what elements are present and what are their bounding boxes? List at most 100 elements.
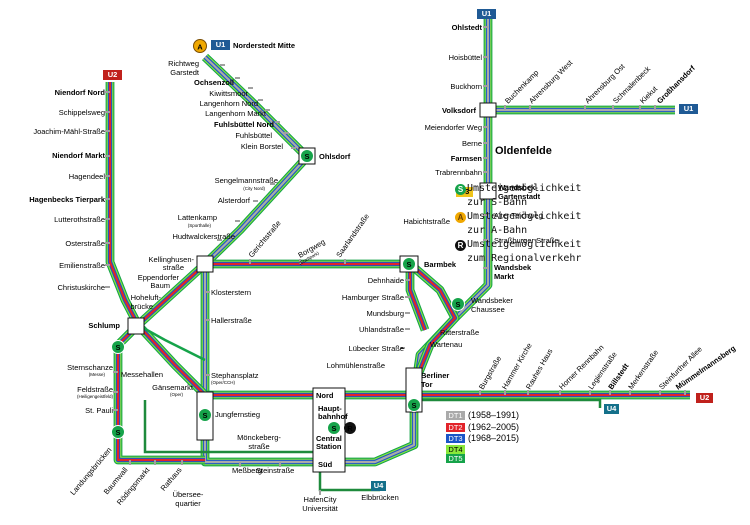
dt3-row: DT3(1968–2015)	[446, 433, 519, 445]
interchange-wandsbek-gartenstadt	[479, 182, 497, 200]
station-label-hafencity-1: HafenCity	[304, 495, 337, 504]
station-label-ohlsdorf: Ohlsdorf	[319, 152, 351, 161]
station-label-hoheluft-2: brücke	[130, 302, 153, 311]
dt5-row: DT5	[446, 453, 519, 463]
station-label-hoisbuettel: Hoisbüttel	[449, 53, 483, 62]
station-label-hbf-3: Central	[316, 434, 342, 443]
u4-badge-right: U4	[604, 404, 619, 414]
dt1-row: DT1(1958–1991)	[446, 410, 519, 422]
sbahn-icon-landungsbruecken-glyph: S	[115, 428, 120, 437]
station-label-burgstrasse: Burgstraße	[477, 354, 503, 391]
station-label-grosshansdorf: Großhansdorf	[655, 63, 697, 105]
station-label-lutterothstrasse: Lutterothstraße	[54, 215, 105, 224]
dt2-years: (1962–2005)	[468, 421, 520, 432]
station-label-hagendeel: Hagendeel	[69, 172, 106, 181]
legend-text: Umsteigemöglichkeit	[467, 211, 582, 222]
sbahn-icon-hauptbahnhof	[327, 421, 341, 435]
station-label-eppendorfer-1: Eppendorfer	[138, 273, 180, 282]
station-label-hbf-1: Haupt-	[318, 404, 342, 413]
station-label-kiwittsmoor: Kiwittsmoor	[209, 89, 248, 98]
sbahn-icon-barmbek-glyph: S	[406, 260, 411, 269]
station-label-hbf-nord: Nord	[316, 391, 334, 400]
route-u2-tunnel	[137, 323, 206, 362]
legend-row-regional-2: zum Regionalverkehr	[455, 252, 581, 266]
station-label-kellinghusen-2: straße	[163, 263, 184, 272]
station-label-christuskirche: Christuskirche	[57, 283, 105, 292]
station-label-berne: Berne	[462, 139, 482, 148]
station-label-barmbek: Barmbek	[424, 260, 457, 269]
station-label-lattenkamp-note: (Sporthalle)	[188, 223, 212, 228]
u1-badge-norderstedt: U1	[211, 40, 230, 50]
sbahn-icon-berliner-tor-glyph: S	[411, 401, 416, 410]
station-label-kellinghusen-1: Kellinghusen-	[149, 255, 195, 264]
station-label-ahrensburg-west: Ahrensburg West	[527, 58, 575, 106]
station-label-hamburger-strasse: Hamburger Straße	[342, 293, 404, 302]
station-label-wandsbeker-chaussee-1: Wandsbeker	[471, 296, 513, 305]
u2-badge-right: U2	[696, 393, 713, 403]
station-label-ueberseequartier-2: quartier	[175, 499, 201, 508]
station-label-moenckeberg-1: Mönckeberg-	[237, 433, 281, 442]
station-label-wandsbeker-chaussee-2: Chaussee	[471, 305, 505, 314]
station-label-alsterdorf: Alsterdorf	[218, 196, 251, 205]
route-u2-niendorf	[108, 82, 139, 326]
station-label-jungfernstieg: Jungfernstieg	[215, 410, 260, 419]
station-label-fuhlsbuettel-nord: Fuhlsbüttel Nord	[214, 120, 274, 129]
station-label-wartenau: Wartenau	[430, 340, 462, 349]
dt1-years: (1958–1991)	[468, 410, 520, 420]
u2-badge-left: U2	[103, 70, 122, 80]
station-label-berliner-tor-1: Berliner	[421, 371, 449, 380]
station-label-lattenkamp: Lattenkamp	[178, 213, 217, 222]
station-label-alter-teichweg: Alter Teichweg	[494, 211, 543, 220]
station-label-luebecker-strasse: Lübecker Straße	[349, 344, 404, 353]
station-label-messberg: Meßberg	[232, 466, 262, 475]
interchange-volksdorf	[479, 102, 497, 118]
station-label-ritterstrasse: Ritterstraße	[440, 328, 479, 337]
station-label-elbbruecken: Elbbrücken	[361, 493, 399, 502]
u1-badge-top: U1	[477, 9, 496, 19]
station-label-gerichtstrasse: Gerichtstraße	[247, 219, 283, 260]
station-label-hafencity-2: Universität	[302, 504, 338, 513]
station-label-lohmuehlenstrasse: Lohmühlenstraße	[327, 361, 385, 370]
legend-row-abahn-2: zur A-Bahn	[455, 224, 581, 238]
station-label-steinstrasse: Steinstraße	[256, 466, 294, 475]
station-label-ueberseequartier-1: Übersee-	[173, 490, 204, 499]
station-label-stephansplatz: Stephansplatz	[211, 371, 259, 380]
station-label-dehnhaide: Dehnhaide	[368, 276, 404, 285]
station-label-hudtwalckerstrasse: Hudtwalckerstraße	[172, 232, 235, 241]
station-label-langenhorn-markt: Langenhorn Markt	[205, 109, 267, 118]
station-label-wandsbek-markt-2: Markt	[494, 272, 515, 281]
legend-text: zum Regionalverkehr	[467, 253, 582, 264]
station-label-hagenbeck: Hagenbecks Tierpark	[29, 195, 106, 204]
sbahn-icon-jungfernstieg	[198, 408, 212, 422]
station-label-farmsen: Farmsen	[451, 154, 483, 163]
station-label-klosterstern: Klosterstern	[211, 288, 251, 297]
station-label-emilienstrasse: Emilienstraße	[59, 261, 105, 270]
station-label-osterstrasse: Osterstraße	[65, 239, 105, 248]
station-label-hbf-4: Station	[316, 442, 342, 451]
sbahn-icon-barmbek	[402, 257, 416, 271]
sbahn-icon: S	[455, 183, 466, 195]
station-label-norderstedt-mitte: Norderstedt Mitte	[233, 41, 295, 50]
regional-icon: R	[455, 239, 466, 251]
interchange-schlump	[127, 317, 145, 335]
u4-badge-bottom: U4	[371, 481, 386, 491]
sbahn-icon-ohlsdorf-glyph: S	[304, 152, 309, 161]
station-label-schlump: Schlump	[88, 321, 120, 330]
station-label-moenckeberg-2: straße	[248, 442, 269, 451]
route-u4-east	[414, 398, 602, 408]
station-label-ochsenzoll: Ochsenzoll	[194, 78, 234, 87]
route-u4-loop	[143, 400, 320, 454]
station-label-meiendorfer-weg: Meiendorfer Weg	[425, 123, 482, 132]
station-label-feldstrasse-note: (Heiligengeistfeld)	[77, 394, 114, 399]
dt3-swatch: DT3	[446, 434, 465, 444]
station-label-stephansplatz-note: (Oper/CCH)	[211, 380, 236, 385]
station-label-ohlstedt: Ohlstedt	[452, 23, 483, 32]
dt2-row: DT2(1962–2005)	[446, 422, 519, 434]
dt2-swatch: DT2	[446, 422, 465, 432]
sbahn-icon-ohlsdorf	[300, 149, 314, 163]
station-label-uhlandstrasse: Uhlandstraße	[359, 325, 404, 334]
station-label-eppendorfer-2: Baum	[150, 281, 170, 290]
